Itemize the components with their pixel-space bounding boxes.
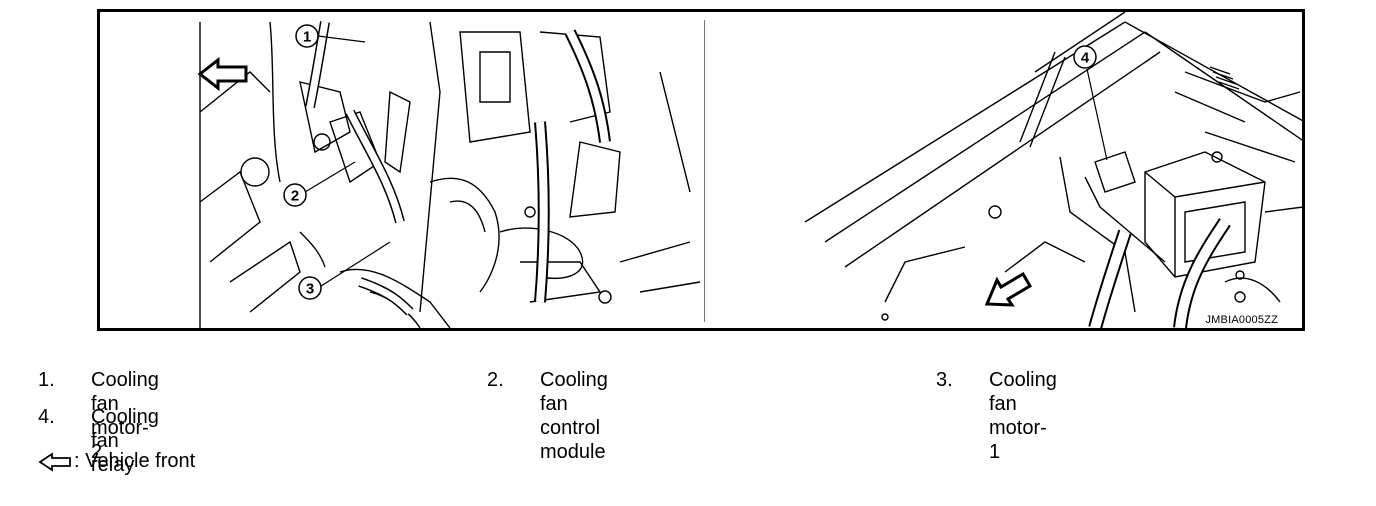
- legend-text: Cooling fan motor-1: [989, 369, 1057, 463]
- vehicle-front-arrow-icon: [984, 271, 1033, 307]
- left-engine-illustration: 1 2 3: [197, 21, 701, 328]
- legend-text: Cooling fan control module: [540, 369, 608, 463]
- vehicle-front-arrow-icon: [197, 56, 248, 92]
- vehicle-front-note: : Vehicle front: [38, 450, 195, 473]
- legend-text: Cooling fan relay: [91, 406, 159, 476]
- panel-divider: [704, 20, 705, 322]
- callout-1: 1: [295, 24, 319, 48]
- svg-text:4: 4: [1081, 50, 1090, 67]
- figure-id: JMBIA0005ZZ: [1205, 314, 1278, 326]
- svg-text:2: 2: [291, 188, 299, 205]
- left-arrow-outline-icon: [38, 451, 71, 472]
- callout-3: 3: [298, 276, 322, 300]
- legend-number: 2.: [487, 369, 504, 391]
- legend-number: 1.: [38, 369, 55, 391]
- callout-2: 2: [283, 183, 307, 207]
- legend-number: 3.: [936, 369, 953, 391]
- right-engine-illustration: 4: [804, 12, 1302, 328]
- legend-number: 4.: [38, 406, 55, 428]
- svg-text:1: 1: [303, 29, 311, 46]
- callout-4: 4: [1073, 45, 1097, 69]
- legend-text: Cooling fan motor-2: [91, 369, 159, 463]
- svg-text:3: 3: [306, 281, 314, 298]
- figure-frame: 1 2 3: [97, 9, 1305, 331]
- vehicle-front-label: : Vehicle front: [74, 450, 196, 472]
